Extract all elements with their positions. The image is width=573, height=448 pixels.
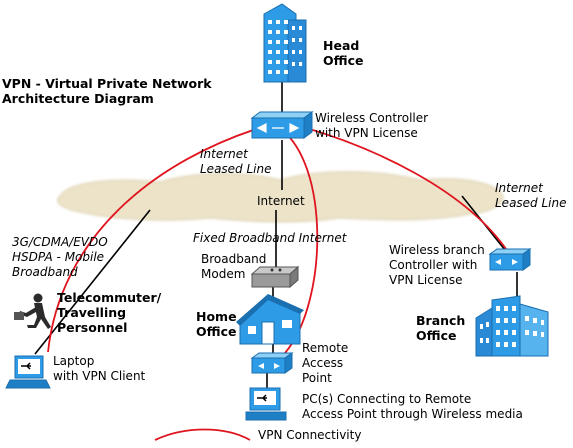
wireless-branch-controller-device xyxy=(488,248,532,271)
branch-office-label: Branch Office xyxy=(416,313,466,343)
diagram-title: VPN - Virtual Private Network Architectu… xyxy=(2,76,212,106)
remote-access-point-label: Remote Access Point xyxy=(302,341,349,385)
home-office-house xyxy=(236,294,304,345)
laptop-device xyxy=(5,355,51,389)
mobile-broadband-label: 3G/CDMA/EVDO HSDPA - Mobile Broadband xyxy=(12,235,108,279)
branch-office-building xyxy=(475,295,549,357)
wireless-branch-controller-label: Wireless branch Controller with VPN Lice… xyxy=(389,243,485,287)
legend-vpn-line xyxy=(154,428,251,441)
head-office-label: Head Office xyxy=(323,38,364,68)
legend-vpn-connectivity-label: VPN Connectivity xyxy=(258,428,362,442)
internet-leased-line-label-1: Internet Leased Line xyxy=(200,147,272,176)
broadband-modem-device xyxy=(250,265,300,289)
pcs-connecting-label: PC(s) Connecting to Remote Access Point … xyxy=(302,392,523,421)
wireless-controller-device xyxy=(250,111,314,139)
broadband-modem-label: Broadband Modem xyxy=(201,252,267,281)
laptop-label: Laptop with VPN Client xyxy=(53,354,146,383)
remote-access-point-device xyxy=(250,352,294,374)
telecommuter-person xyxy=(14,293,51,329)
internet-leased-line-label-2: Internet Leased Line xyxy=(495,181,567,210)
fixed-broadband-label: Fixed Broadband Internet xyxy=(193,231,347,245)
pc-device xyxy=(245,387,287,421)
internet-cloud xyxy=(57,171,504,223)
wireless-controller-label: Wireless Controller with VPN License xyxy=(315,111,429,140)
head-office-building xyxy=(263,3,307,83)
internet-label: Internet xyxy=(257,194,305,208)
telecommuter-label: Telecommuter/ Travelling Personnel xyxy=(57,290,162,335)
home-office-label: Home Office xyxy=(196,309,237,339)
